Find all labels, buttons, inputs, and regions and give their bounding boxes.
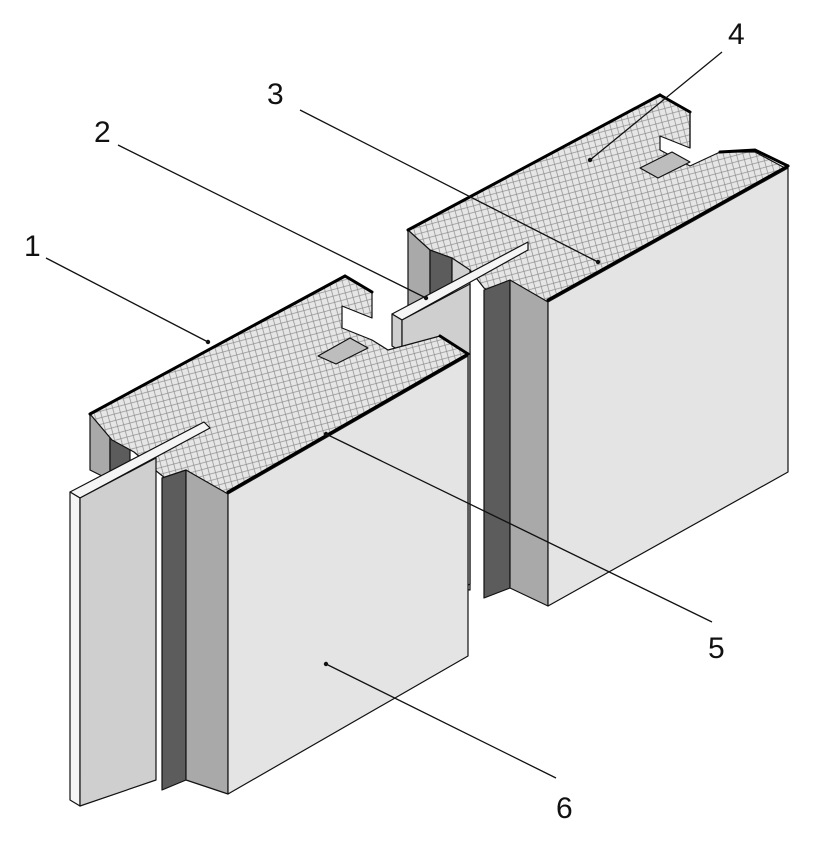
leader-4 xyxy=(589,51,723,161)
leader-lines xyxy=(45,51,723,779)
leader-1 xyxy=(45,257,209,343)
leader-3 xyxy=(299,109,599,263)
leader-6 xyxy=(325,663,557,779)
leader-5 xyxy=(325,433,713,623)
callout-4: 4 xyxy=(728,18,745,51)
callout-3: 3 xyxy=(267,78,284,111)
callout-1: 1 xyxy=(24,230,41,263)
callout-5: 5 xyxy=(708,632,725,665)
left-panel xyxy=(69,274,470,807)
leader-2 xyxy=(117,144,427,299)
callout-labels: 1 2 3 4 5 6 xyxy=(24,18,745,825)
callout-6: 6 xyxy=(556,792,573,825)
callout-2: 2 xyxy=(94,116,111,149)
